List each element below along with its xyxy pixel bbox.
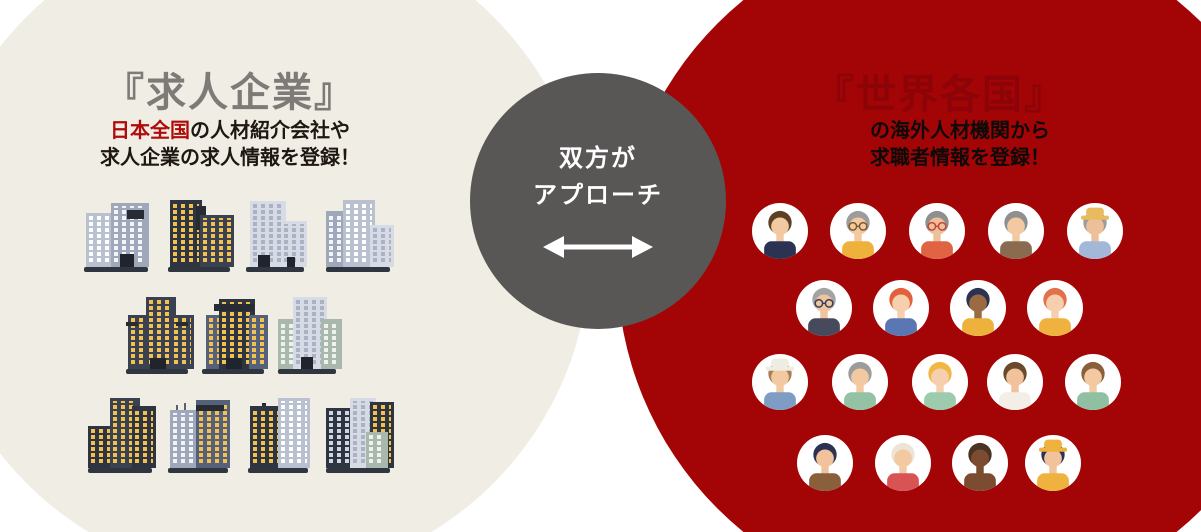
building-icon-charcoal-city-block (326, 398, 394, 473)
avatar-elderly-man-straw-hat (1067, 203, 1123, 259)
avatar-young-man-navy-sweater (752, 203, 808, 259)
avatar-boy-yellow-cap (1025, 435, 1081, 491)
building-icon-lit-grid-tower (202, 299, 268, 374)
left-description-line1: 日本全国の人材紹介会社や (110, 120, 350, 142)
building-icon-navy-tower-with-annex (88, 398, 156, 473)
avatar-elderly-woman-bun-glasses (796, 280, 852, 336)
building-icon-gray-tower-cluster (326, 200, 394, 272)
avatar-young-man-tank-top (987, 354, 1043, 410)
building-icon-navy-triple-tower (126, 297, 194, 374)
avatar-man-dark-skin-yellow-shirt (950, 280, 1006, 336)
right-title: 『世界各国』 (814, 73, 1066, 117)
avatar-woman-long-dark-hair-overalls (797, 435, 853, 491)
left-description-line2: 求人企業の求人情報を登録！ (100, 147, 360, 169)
avatar-young-man-white-hat (752, 354, 808, 410)
avatar-woman-gray-hair-green-cardigan (832, 354, 888, 410)
both-approach-badge: 双方が アプローチ (470, 73, 726, 329)
avatar-elderly-woman-scarf (988, 203, 1044, 259)
avatar-woman-hair-buns (1065, 354, 1121, 410)
avatar-woman-red-curly-hair (873, 280, 929, 336)
center-line1: 双方が (559, 145, 637, 172)
building-icon-dark-towers-lit-windows (168, 200, 234, 272)
building-icon-office-two-towers (84, 203, 149, 272)
double-headed-arrow-icon (543, 236, 653, 258)
avatar-elderly-woman-white-curly-hair (875, 435, 931, 491)
left-title: 『求人企業』 (104, 71, 356, 115)
avatar-woman-red-hair-yellow-sweater (1027, 280, 1083, 336)
left-highlight-text: 日本全国 (110, 120, 190, 142)
right-description-line2: 求職者情報を登録！ (870, 147, 1050, 169)
avatar-elderly-woman-red-glasses (909, 203, 965, 259)
center-line2: アプローチ (533, 182, 663, 209)
building-icon-light-tower-with-annex (246, 201, 307, 272)
avatar-woman-blonde-green-top (912, 354, 968, 410)
right-description-line1: の海外人材機関から (870, 120, 1050, 142)
left-description: 日本全国の人材紹介会社や 求人企業の求人情報を登録！ (40, 118, 420, 172)
right-description: の海外人材機関から 求職者情報を登録！ (810, 118, 1110, 172)
building-icon-antenna-towers (168, 400, 230, 473)
building-icon-spire-tower-pair (248, 398, 310, 473)
avatar-elderly-man-glasses-yellow-shirt (830, 203, 886, 259)
avatar-man-dark-skin-shirtless (952, 435, 1008, 491)
building-icon-white-tower-green-wings (278, 297, 342, 374)
